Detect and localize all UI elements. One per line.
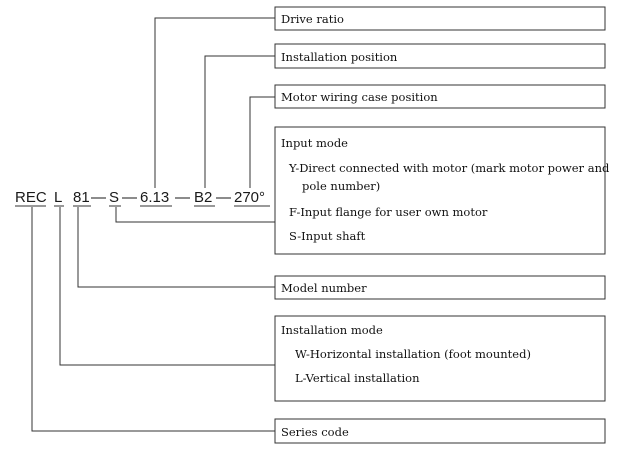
box-installation-mode: Installation mode W-Horizontal installat… [274,315,606,402]
input-mode-s: S-Input shaft [289,229,366,243]
code-dash-3: — [175,189,190,206]
installation-position-label: Installation position [281,50,398,64]
box-installation-position: Installation position [274,43,606,69]
motor-wiring-label: Motor wiring case position [281,90,438,104]
code-wiring: 270° [234,189,265,206]
installation-mode-title: Installation mode [281,323,383,337]
box-drive-ratio: Drive ratio [274,6,606,31]
input-mode-y-line2: pole number) [302,179,380,193]
series-code-label: Series code [281,425,349,439]
box-motor-wiring: Motor wiring case position [274,84,606,109]
model-code: REC L 81 — S — 6.13 — B2 — 270° [15,189,270,207]
connector-motor-wiring [249,96,275,188]
code-dash-4: — [216,189,231,206]
code-dash-1: — [91,189,106,206]
code-ratio: 6.13 [140,189,169,206]
box-input-mode: Input mode Y-Direct connected with motor… [274,126,610,255]
code-series: REC [15,189,47,206]
code-input: S [109,189,119,206]
connector-model-number [77,207,275,288]
code-position: B2 [194,189,212,206]
connector-series-code [31,207,275,432]
connector-input-mode [115,207,275,223]
installation-mode-w: W-Horizontal installation (foot mounted) [295,347,531,361]
drive-ratio-label: Drive ratio [281,12,344,26]
code-model: 81 [73,189,90,206]
input-mode-y-line1: Y-Direct connected with motor (mark moto… [288,161,610,175]
code-dash-2: — [122,189,137,206]
connector-installation-position [204,55,275,188]
connector-drive-ratio [154,17,275,188]
input-mode-f: F-Input flange for user own motor [289,205,488,219]
installation-mode-l: L-Vertical installation [295,371,420,385]
box-model-number: Model number [274,275,606,300]
code-mode: L [54,189,62,206]
input-mode-title: Input mode [281,136,348,150]
model-number-label: Model number [281,281,367,295]
connector-installation-mode [59,207,275,366]
connector-lines [31,17,275,432]
box-series-code: Series code [274,418,606,444]
